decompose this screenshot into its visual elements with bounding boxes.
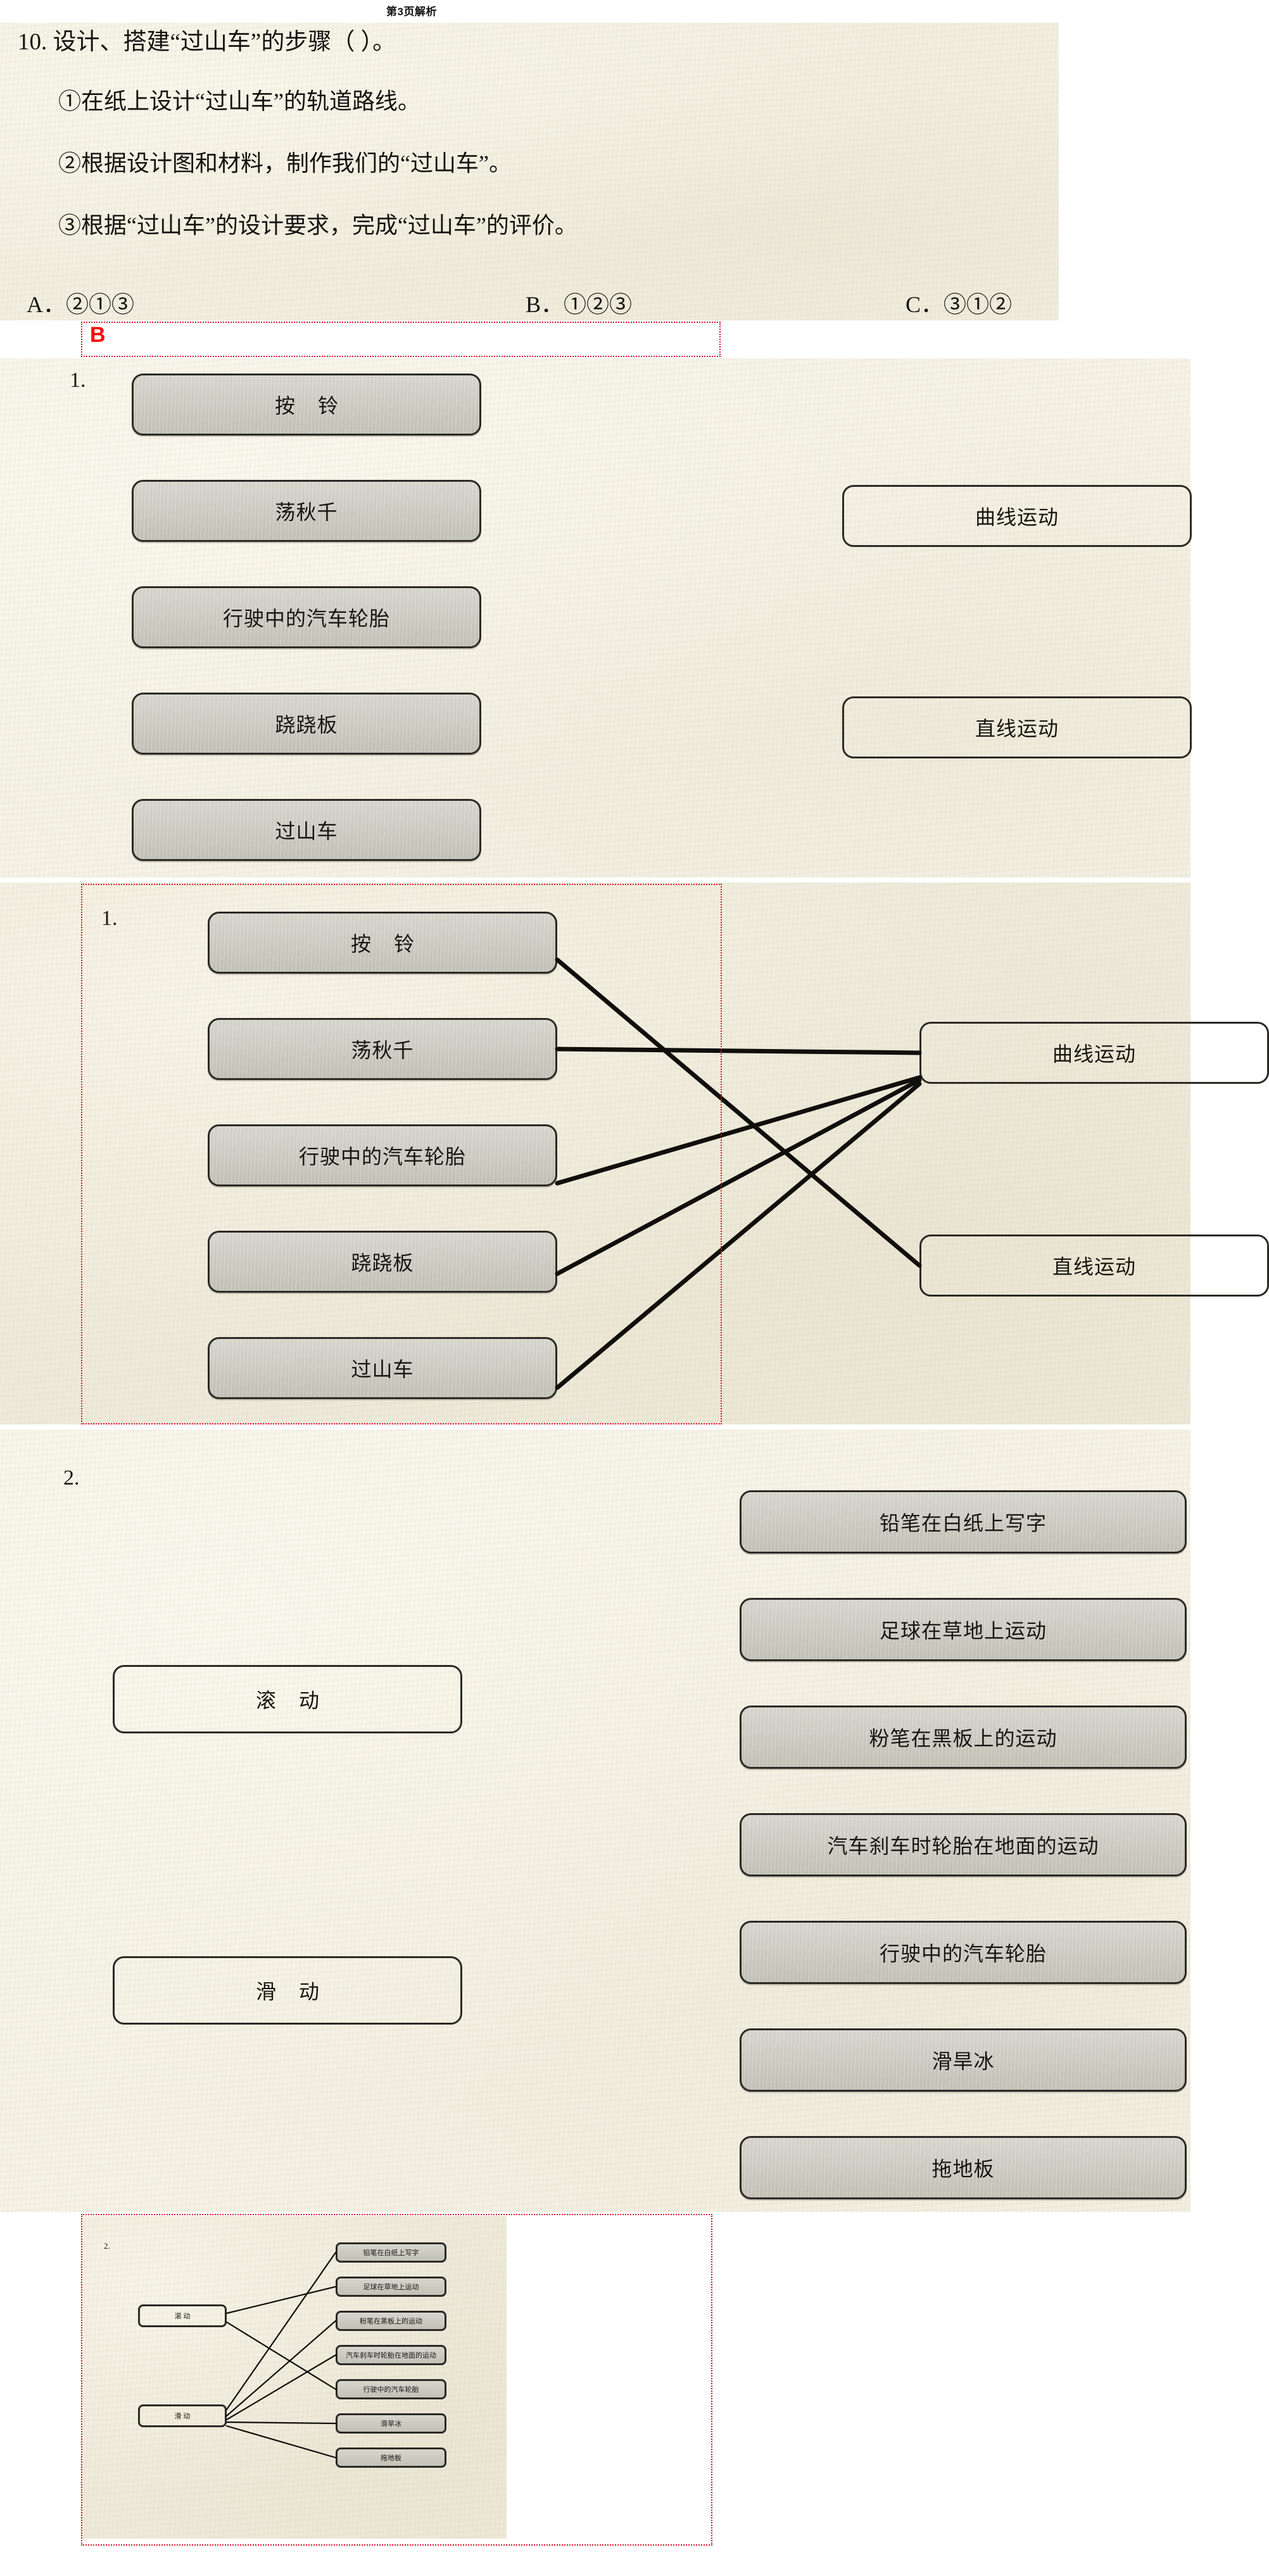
exercise1-left-box-3[interactable]: 跷跷板 xyxy=(132,693,481,755)
exercise1-answer-panel xyxy=(0,883,1190,1424)
exercise2-right-box-0[interactable]: 铅笔在白纸上写字 xyxy=(740,1490,1187,1554)
option-c[interactable]: C．③①② xyxy=(906,292,1013,317)
exercise1-ans-left-box-2[interactable]: 行驶中的汽车轮胎 xyxy=(208,1124,557,1186)
exercise2-thumb-right-box-0[interactable]: 铅笔在白纸上写字 xyxy=(336,2242,446,2263)
answer-box-q10[interactable]: B xyxy=(81,322,721,357)
exercise2-thumb-right-box-4[interactable]: 行驶中的汽车轮胎 xyxy=(336,2379,446,2399)
exercise1-right-box-1[interactable]: 直线运动 xyxy=(842,696,1192,758)
exercise1-answer-number: 1. xyxy=(101,907,118,930)
exercise1-right-box-0[interactable]: 曲线运动 xyxy=(842,485,1192,547)
exercise2-right-box-5[interactable]: 滑旱冰 xyxy=(740,2028,1187,2092)
exercise1-left-box-2[interactable]: 行驶中的汽车轮胎 xyxy=(132,586,481,648)
exercise2-number: 2. xyxy=(63,1466,80,1490)
exercise2-thumb-left-box-0[interactable]: 滚 动 xyxy=(138,2304,227,2327)
exercise1-ans-left-box-4[interactable]: 过山车 xyxy=(208,1337,557,1399)
answer-letter: B xyxy=(90,323,106,347)
exercise2-thumb-right-box-5[interactable]: 滑旱冰 xyxy=(336,2413,446,2434)
exercise2-right-box-2[interactable]: 粉笔在黑板上的运动 xyxy=(740,1706,1187,1769)
option-a[interactable]: A．②①③ xyxy=(27,292,134,317)
option-b[interactable]: B．①②③ xyxy=(526,292,633,317)
exercise1-ans-right-box-1[interactable]: 直线运动 xyxy=(919,1235,1269,1297)
exercise2-left-box-0[interactable]: 滚 动 xyxy=(113,1665,462,1733)
exercise1-left-box-0[interactable]: 按 铃 xyxy=(132,374,481,436)
exercise2-right-box-6[interactable]: 拖地板 xyxy=(740,2136,1187,2199)
question-item-1: ①在纸上设计“过山车”的轨道路线。 xyxy=(58,89,420,114)
question-panel xyxy=(0,23,1059,320)
exercise2-thumb-right-box-3[interactable]: 汽车刹车时轮胎在地面的运动 xyxy=(336,2345,446,2365)
exercise2-left-box-1[interactable]: 滑 动 xyxy=(113,1956,462,2025)
exercise2-thumb-number: 2. xyxy=(104,2241,110,2251)
exercise2-thumb-right-box-6[interactable]: 拖地板 xyxy=(336,2447,446,2468)
question-stem: 10. 设计、搭建“过山车”的步骤（ ）。 xyxy=(18,29,396,55)
exercise1-number: 1. xyxy=(70,368,86,392)
question-item-2: ②根据设计图和材料，制作我们的“过山车”。 xyxy=(58,151,512,176)
exercise1-ans-left-box-3[interactable]: 跷跷板 xyxy=(208,1231,557,1293)
exercise2-right-box-1[interactable]: 足球在草地上运动 xyxy=(740,1598,1187,1661)
exercise1-left-box-4[interactable]: 过山车 xyxy=(132,799,481,861)
page-header-title: 第3页解析 xyxy=(386,6,437,18)
exercise1-ans-right-box-0[interactable]: 曲线运动 xyxy=(919,1022,1269,1084)
exercise2-right-box-4[interactable]: 行驶中的汽车轮胎 xyxy=(740,1921,1187,1984)
exercise1-ans-left-box-0[interactable]: 按 铃 xyxy=(208,912,557,974)
question-item-3: ③根据“过山车”的设计要求，完成“过山车”的评价。 xyxy=(58,213,578,238)
exercise2-right-box-3[interactable]: 汽车刹车时轮胎在地面的运动 xyxy=(740,1813,1187,1876)
exercise1-ans-left-box-1[interactable]: 荡秋千 xyxy=(208,1018,557,1080)
exercise2-answer-panel xyxy=(81,2216,507,2539)
exercise2-thumb-right-box-1[interactable]: 足球在草地上运动 xyxy=(336,2277,446,2297)
exercise2-thumb-left-box-1[interactable]: 滑 动 xyxy=(138,2404,227,2427)
exercise1-left-box-1[interactable]: 荡秋千 xyxy=(132,480,481,542)
exercise2-thumb-right-box-2[interactable]: 粉笔在黑板上的运动 xyxy=(336,2311,446,2331)
